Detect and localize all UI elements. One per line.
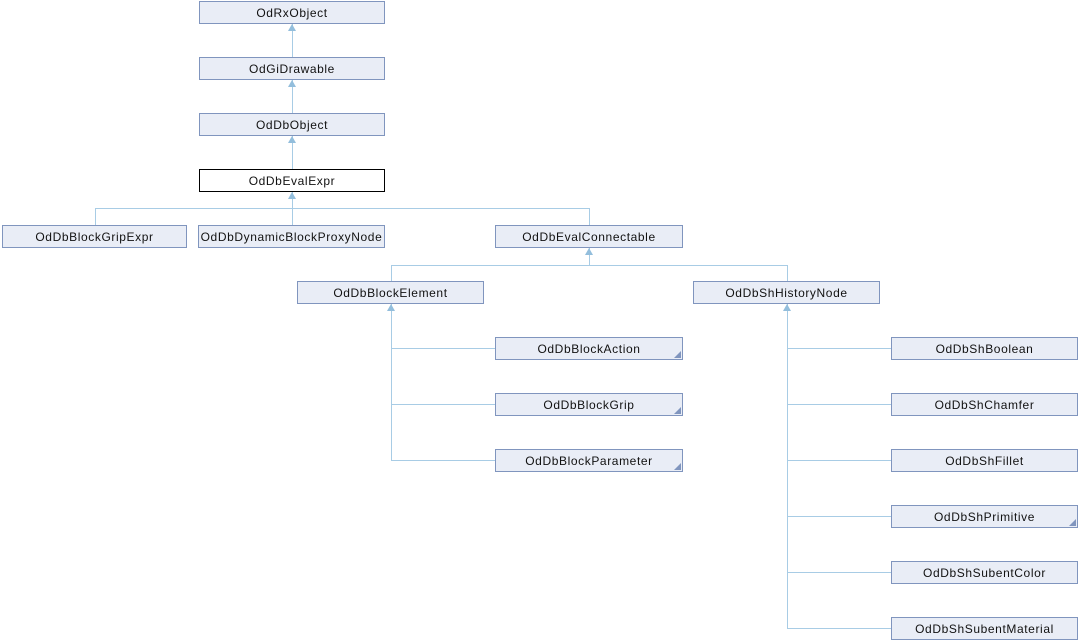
edge-line: [95, 208, 590, 209]
class-name: OdDbBlockAction: [537, 341, 641, 356]
hidden-subclasses-triangle-icon: [674, 407, 681, 414]
class-node-oddbevalconnectable[interactable]: OdDbEvalConnectable: [495, 225, 683, 248]
edge-line: [589, 248, 590, 265]
edge-line: [589, 208, 590, 225]
edge-line: [787, 348, 891, 349]
class-name: OdDbObject: [255, 117, 329, 132]
class-node-oddbblockparameter[interactable]: OdDbBlockParameter: [495, 449, 683, 472]
class-node-oddbshfillet[interactable]: OdDbShFillet: [891, 449, 1078, 472]
class-node-oddbshboolean[interactable]: OdDbShBoolean: [891, 337, 1078, 360]
hidden-subclasses-triangle-icon: [1069, 519, 1076, 526]
arrow-up-icon: [387, 304, 395, 311]
arrow-up-icon: [288, 192, 296, 199]
edge-line: [292, 136, 293, 169]
arrow-up-icon: [288, 136, 296, 143]
arrow-up-icon: [585, 248, 593, 255]
class-node-oddbshsubentmaterial[interactable]: OdDbShSubentMaterial: [891, 617, 1078, 640]
edge-line: [391, 304, 392, 460]
class-node-oddbobject[interactable]: OdDbObject: [199, 113, 385, 136]
class-name: OdDbEvalExpr: [248, 173, 336, 188]
edge-line: [787, 404, 891, 405]
class-node-odgidrawable[interactable]: OdGiDrawable: [199, 57, 385, 80]
class-name: OdDbShFillet: [945, 453, 1024, 468]
edge-line: [391, 265, 392, 281]
edge-line: [391, 348, 495, 349]
class-node-oddbshchamfer[interactable]: OdDbShChamfer: [891, 393, 1078, 416]
class-name: OdDbShSubentMaterial: [915, 621, 1054, 636]
class-name: OdDbEvalConnectable: [522, 229, 656, 244]
arrow-up-icon: [288, 80, 296, 87]
arrow-up-icon: [783, 304, 791, 311]
arrow-up-icon: [288, 24, 296, 31]
edge-line: [787, 460, 891, 461]
edge-line: [391, 404, 495, 405]
class-name: OdDbShHistoryNode: [725, 285, 848, 300]
class-name: OdDbDynamicBlockProxyNode: [200, 229, 383, 244]
class-name: OdDbShBoolean: [935, 341, 1034, 356]
edge-line: [787, 304, 788, 628]
edge-line: [787, 572, 891, 573]
edge-line: [292, 24, 293, 57]
class-node-oddbblockelement[interactable]: OdDbBlockElement: [297, 281, 484, 304]
class-name: OdDbShSubentColor: [923, 565, 1046, 580]
class-node-oddbblockaction[interactable]: OdDbBlockAction: [495, 337, 683, 360]
class-name: OdDbBlockGripExpr: [35, 229, 154, 244]
edge-line: [391, 265, 788, 266]
class-node-oddbshprimitive[interactable]: OdDbShPrimitive: [891, 505, 1078, 528]
hidden-subclasses-triangle-icon: [674, 463, 681, 470]
class-node-oddbshhistorynode[interactable]: OdDbShHistoryNode: [693, 281, 880, 304]
class-node-oddbevalexpr: OdDbEvalExpr: [199, 169, 385, 192]
class-node-oddbblockgrip[interactable]: OdDbBlockGrip: [495, 393, 683, 416]
class-node-oddbshsubentcolor[interactable]: OdDbShSubentColor: [891, 561, 1078, 584]
edge-line: [787, 265, 788, 281]
edge-line: [95, 208, 96, 225]
class-node-oddbdynamicblockproxynode[interactable]: OdDbDynamicBlockProxyNode: [198, 225, 385, 248]
edge-line: [787, 516, 891, 517]
class-name: OdDbBlockGrip: [543, 397, 635, 412]
hidden-subclasses-triangle-icon: [674, 351, 681, 358]
class-name: OdGiDrawable: [249, 61, 335, 76]
class-name: OdDbShChamfer: [934, 397, 1035, 412]
edge-line: [787, 628, 891, 629]
class-name: OdDbBlockParameter: [525, 453, 653, 468]
edge-line: [391, 460, 495, 461]
class-node-oddbblockgripexpr[interactable]: OdDbBlockGripExpr: [2, 225, 187, 248]
class-name: OdDbBlockElement: [333, 285, 448, 300]
class-name: OdRxObject: [256, 5, 328, 20]
class-node-odrxobject[interactable]: OdRxObject: [199, 1, 385, 24]
class-name: OdDbShPrimitive: [933, 509, 1036, 524]
edge-line: [292, 80, 293, 113]
